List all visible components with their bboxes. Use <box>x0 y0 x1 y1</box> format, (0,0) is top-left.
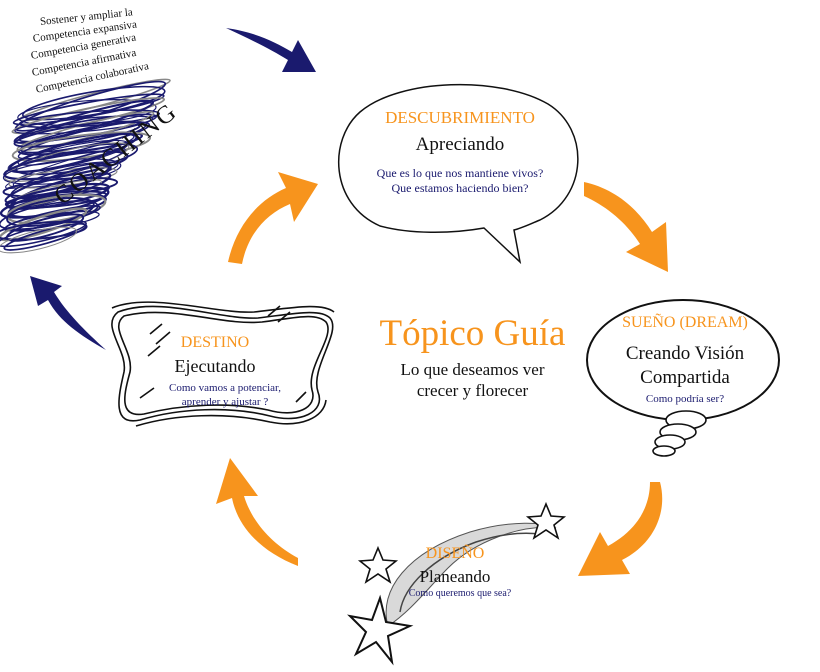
center-title: Tópico Guía <box>379 313 566 354</box>
tornado-stroke <box>5 147 126 189</box>
swoosh <box>385 522 557 627</box>
tornado-stroke <box>0 220 87 248</box>
sueno-line-2: Compartida <box>640 367 730 388</box>
tornado-stroke <box>0 226 77 254</box>
orange-arrow-4 <box>228 172 318 264</box>
center-line-1: Lo que deseamos ver <box>400 360 545 379</box>
center-line-2: crecer y florecer <box>416 381 529 400</box>
navy-arrow-left <box>30 276 106 350</box>
orange-arrow-1 <box>584 182 668 272</box>
destino-question-1: Como vamos a potenciar, <box>169 382 281 394</box>
sueno-title: SUEÑO (DREAM) <box>622 314 748 331</box>
sketch-butterfly <box>111 301 335 427</box>
star-small-right <box>525 501 567 540</box>
tornado-stroke <box>0 207 88 242</box>
diseno-title: DISEÑO <box>425 545 485 562</box>
tornado-stroke <box>17 121 148 160</box>
tornado-scribble <box>0 78 171 254</box>
tornado-stroke <box>11 131 152 162</box>
navy-arrow-top <box>226 28 316 72</box>
star-large <box>347 594 414 666</box>
tornado-stroke <box>3 222 87 251</box>
orange-arrow-2 <box>578 482 663 576</box>
thought-puff-4 <box>652 445 676 457</box>
descubrimiento-title: DESCUBRIMIENTO <box>385 108 535 127</box>
destino-question-2: aprender y ajustar ? <box>181 396 269 408</box>
orange-arrow-3 <box>216 458 298 566</box>
destino-subtitle: Ejecutando <box>174 356 256 376</box>
tornado-stroke <box>7 139 129 173</box>
diseno-subtitle: Planeando <box>419 567 491 586</box>
tornado-stroke <box>12 161 119 189</box>
tornado-stroke <box>2 176 119 198</box>
sueno-line-1: Creando Visión <box>625 343 745 364</box>
tornado-stroke <box>13 120 142 148</box>
destino-title: DESTINO <box>180 334 250 351</box>
diseno-question: Como queremos que sea? <box>408 588 512 599</box>
tornado-stroke <box>4 142 130 182</box>
descubrimiento-question-2: Que estamos haciendo bien? <box>391 181 529 195</box>
sueno-question: Como podría ser? <box>645 393 725 405</box>
speech-bubble <box>338 83 579 265</box>
star-small-left <box>357 545 399 584</box>
tornado-stroke <box>12 93 165 126</box>
descubrimiento-question-1: Que es lo que nos mantiene vivos? <box>376 166 544 180</box>
descubrimiento-subtitle: Apreciando <box>415 134 505 155</box>
